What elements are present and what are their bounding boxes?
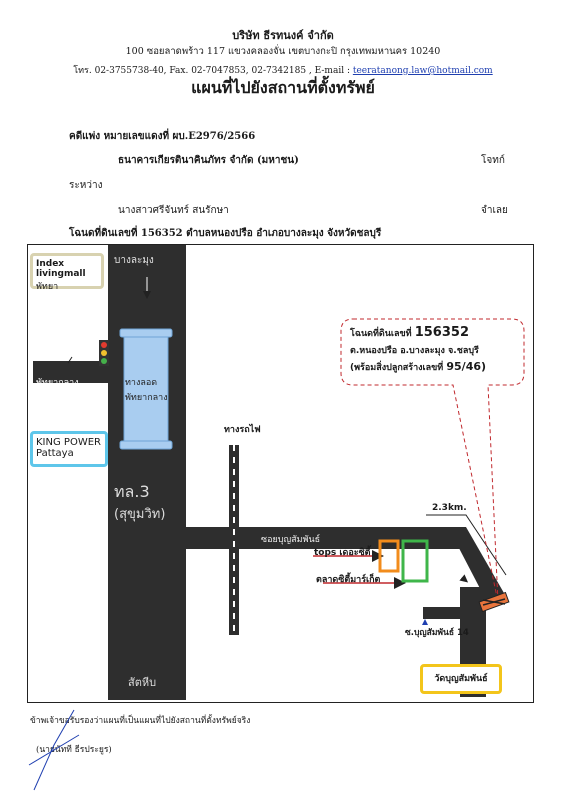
overpass-label-2: พัทยากลาง xyxy=(125,393,168,403)
contact-email-link[interactable]: teeratanong.law@hotmail.com xyxy=(352,66,493,76)
map-canvas xyxy=(33,245,525,700)
defendant-role: จำเลย xyxy=(481,205,508,216)
king-power-sub: Pattaya xyxy=(36,448,74,459)
company-contact: โทร. 02-3755738-40, Fax. 02-7047853, 02-… xyxy=(0,63,566,77)
distance-label: 2.3km. xyxy=(432,503,467,513)
king-power-box: KING POWER Pattaya xyxy=(30,431,108,467)
soi-road-bend xyxy=(448,527,508,600)
callout-deed-number: 156352 xyxy=(414,325,469,340)
soi-road-label: ซอยบุญสัมพันธ์ xyxy=(261,535,321,545)
callout-deed-label: โฉนดที่ดินเลขที่ xyxy=(350,329,412,339)
overpass-cap-bottom xyxy=(119,440,173,450)
bottom-road-label: สัตหีบ xyxy=(128,676,157,689)
distance-leader xyxy=(426,514,507,576)
between-label: ระหว่าง xyxy=(69,180,103,191)
callout-text: โฉนดที่ดินเลขที่ 156352 ต.หนองปรือ อ.บาง… xyxy=(350,325,518,374)
tops-label: tops เดอะซิตี้ xyxy=(314,548,371,558)
highway-3-road xyxy=(108,245,186,700)
callout-line-3: (พร้อมสิ่งปลูกสร้างเลขที่ 95/46) xyxy=(350,360,518,374)
index-title: Index livingmall xyxy=(36,259,86,279)
highway-name: (สุขุมวิท) xyxy=(114,507,166,522)
callout-line-2: ต.หนองปรือ อ.บางละมุง จ.ชลบุรี xyxy=(350,346,479,356)
contact-phone-fax: โทร. 02-3755738-40, Fax. 02-7047853, 02-… xyxy=(73,66,350,76)
company-name: บริษัท ธีรทนงค์ จำกัด xyxy=(232,29,334,42)
temple-box: วัดบุญสัมพันธ์ xyxy=(420,664,502,694)
callout-line-1: โฉนดที่ดินเลขที่ 156352 xyxy=(350,325,518,340)
signature-mark xyxy=(28,709,80,791)
page-title: แผนที่ไปยังสถานที่ตั้งทรัพย์ xyxy=(191,78,375,97)
side-road-label: พัทยากลาง xyxy=(36,378,79,388)
market-label: ตลาดซิตี้มาร์เก็ต xyxy=(316,575,381,585)
company-address: 100 ซอยลาดพร้าว 117 แขวงคลองจั่น เขตบางก… xyxy=(125,46,441,57)
property-location-marker xyxy=(478,591,510,613)
index-livingmall-box: Index livingmall พัทยา xyxy=(30,253,104,292)
pattaya-klang-road xyxy=(33,361,108,383)
soi-14-label: ซ.บุญสัมพันธ์ 14 xyxy=(405,628,469,638)
defendant-name: นางสาวศรีจันทร์ สนรักษา xyxy=(118,205,229,216)
market-box xyxy=(401,539,429,583)
soi-14-road xyxy=(423,607,468,619)
map-frame: Index livingmall พัทยา บางละมุง พัทยากลา… xyxy=(27,244,534,703)
overpass xyxy=(123,334,169,446)
tops-box xyxy=(378,539,400,573)
overpass-cap-top xyxy=(119,328,173,338)
railway-track xyxy=(229,445,239,635)
deed-info: โฉนดที่ดินเลขที่ 156352 ตำบลหนองปรือ อำเ… xyxy=(69,228,382,239)
highway-number: ทล.3 xyxy=(114,482,150,501)
property-callout-bubble xyxy=(340,318,525,603)
direction-arrow-soi xyxy=(452,569,469,583)
plaintiff-role: โจทก์ xyxy=(481,155,505,166)
signer-name: (นายนัทที ธีรประยูร) xyxy=(36,745,112,755)
callout-building-number: 95/46) xyxy=(446,360,487,373)
callout-building-label: (พร้อมสิ่งปลูกสร้างเลขที่ xyxy=(350,363,444,373)
certify-statement: ข้าพเจ้าขอรับรองว่าแผนที่เป็นแผนที่ไปยัง… xyxy=(30,716,251,726)
railway-label: ทางรถไฟ xyxy=(224,425,261,435)
soi-14-pin-icon xyxy=(422,619,428,625)
overpass-label-1: ทางลอด xyxy=(125,378,158,388)
case-number: คดีแพ่ง หมายเลขแดงที่ ผบ.E2976/2566 xyxy=(69,131,256,142)
top-road-label: บางละมุง xyxy=(114,255,154,266)
soi-boonsamphan-road xyxy=(186,527,466,549)
king-power-title: KING POWER xyxy=(36,437,101,448)
plaintiff-name: ธนาคารเกียรตินาคินภัทร จำกัด (มหาชน) xyxy=(118,155,299,166)
index-sub: พัทยา xyxy=(36,282,59,292)
